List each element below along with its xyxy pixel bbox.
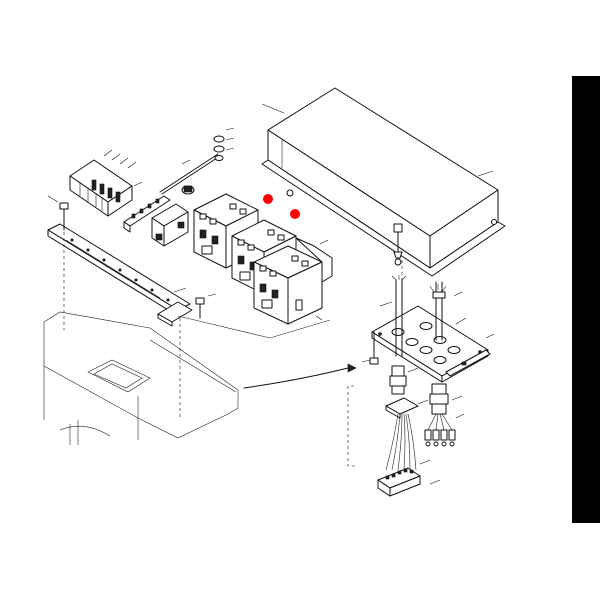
page-edge-tab [572,76,600,523]
cable-gland-right[interactable] [429,281,449,415]
reference-arrow [243,363,357,389]
cover-screw[interactable] [393,223,403,259]
rail-bracket[interactable] [157,297,205,327]
gland-plate-screw[interactable] [369,331,379,365]
cable-gland-left[interactable] [389,275,407,395]
terminal-strip[interactable] [123,195,171,233]
gland-plate[interactable] [371,305,489,383]
machine-base-outline [43,311,239,445]
connector-plug[interactable] [377,467,421,497]
cable-clamp[interactable] [385,397,419,419]
highlight-marker-1[interactable] [263,194,273,204]
din-rail[interactable] [47,223,191,317]
wire-bundle[interactable] [385,413,417,471]
enclosure-cover[interactable] [261,87,506,277]
terminal-block-group[interactable] [69,159,133,217]
highlight-marker-2[interactable] [290,209,300,219]
contactor-3[interactable] [253,237,333,325]
rail-screw-left[interactable] [59,202,69,231]
fuse-holder[interactable] [181,185,195,195]
ring-terminals[interactable] [424,413,456,447]
auxiliary-contact-block[interactable] [151,203,189,247]
gland-plate-bracket[interactable] [445,349,491,377]
mounting-rod[interactable] [159,135,225,195]
